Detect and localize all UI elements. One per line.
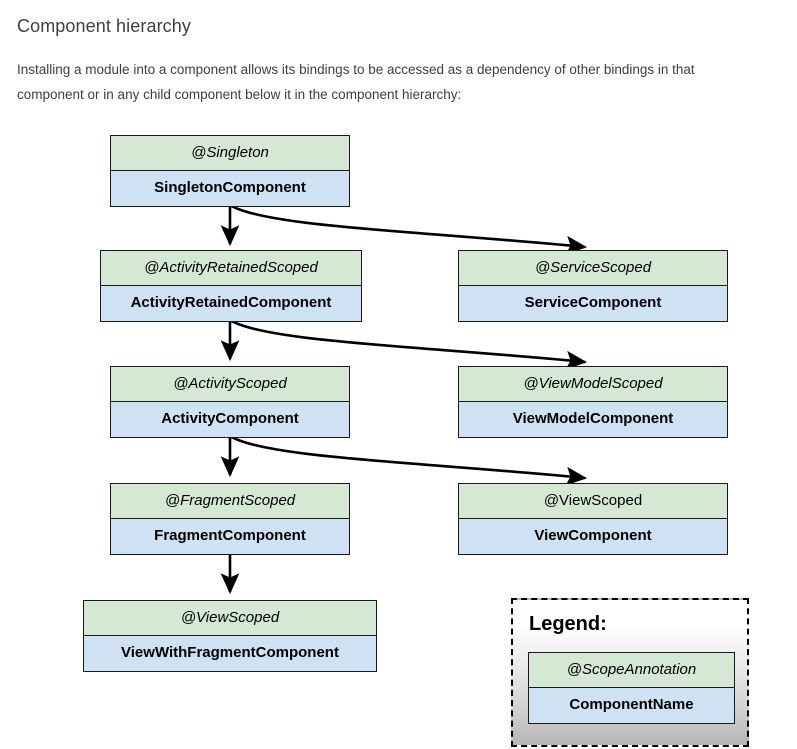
component-hierarchy-diagram: @Singleton SingletonComponent @ActivityR… [0,120,797,749]
legend-title: Legend: [529,613,607,635]
node-view-with-fragment-component[interactable]: @ViewScoped ViewWithFragmentComponent [83,600,377,672]
node-activity-component[interactable]: @ActivityScoped ActivityComponent [110,366,350,438]
node-service-component[interactable]: @ServiceScoped ServiceComponent [458,250,728,322]
node-scope-annotation: @ServiceScoped [459,251,727,286]
node-scope-annotation: @ViewScoped [84,601,376,636]
node-scope-annotation: @ActivityScoped [111,367,349,402]
node-component-name: FragmentComponent [111,519,349,554]
node-activity-retained-component[interactable]: @ActivityRetainedScoped ActivityRetained… [100,250,362,322]
node-fragment-component[interactable]: @FragmentScoped FragmentComponent [110,483,350,555]
legend-scope-annotation: @ScopeAnnotation [529,653,734,688]
node-component-name: SingletonComponent [111,171,349,206]
legend-sample-node: @ScopeAnnotation ComponentName [528,652,735,724]
legend-panel: Legend: @ScopeAnnotation ComponentName [511,598,749,747]
node-view-component[interactable]: @ViewScoped ViewComponent [458,483,728,555]
edge-singleton-to-service [229,203,588,255]
edge-activity-retained-to-viewmodel [229,318,588,370]
node-singleton-component[interactable]: @Singleton SingletonComponent [110,135,350,207]
node-component-name: ServiceComponent [459,286,727,321]
node-scope-annotation: @ActivityRetainedScoped [101,251,361,286]
node-scope-annotation: @FragmentScoped [111,484,349,519]
page-title: Component hierarchy [17,16,191,36]
node-component-name: ActivityComponent [111,402,349,437]
node-component-name: ViewWithFragmentComponent [84,636,376,671]
node-component-name: ActivityRetainedComponent [101,286,361,321]
node-component-name: ViewModelComponent [459,402,727,437]
node-scope-annotation: @ViewModelScoped [459,367,727,402]
node-component-name: ViewComponent [459,519,727,554]
edge-activity-to-view [229,434,588,486]
legend-component-name: ComponentName [529,688,734,723]
node-viewmodel-component[interactable]: @ViewModelScoped ViewModelComponent [458,366,728,438]
node-scope-annotation: @Singleton [111,136,349,171]
node-scope-annotation: @ViewScoped [459,484,727,519]
intro-paragraph: Installing a module into a component all… [17,62,695,102]
